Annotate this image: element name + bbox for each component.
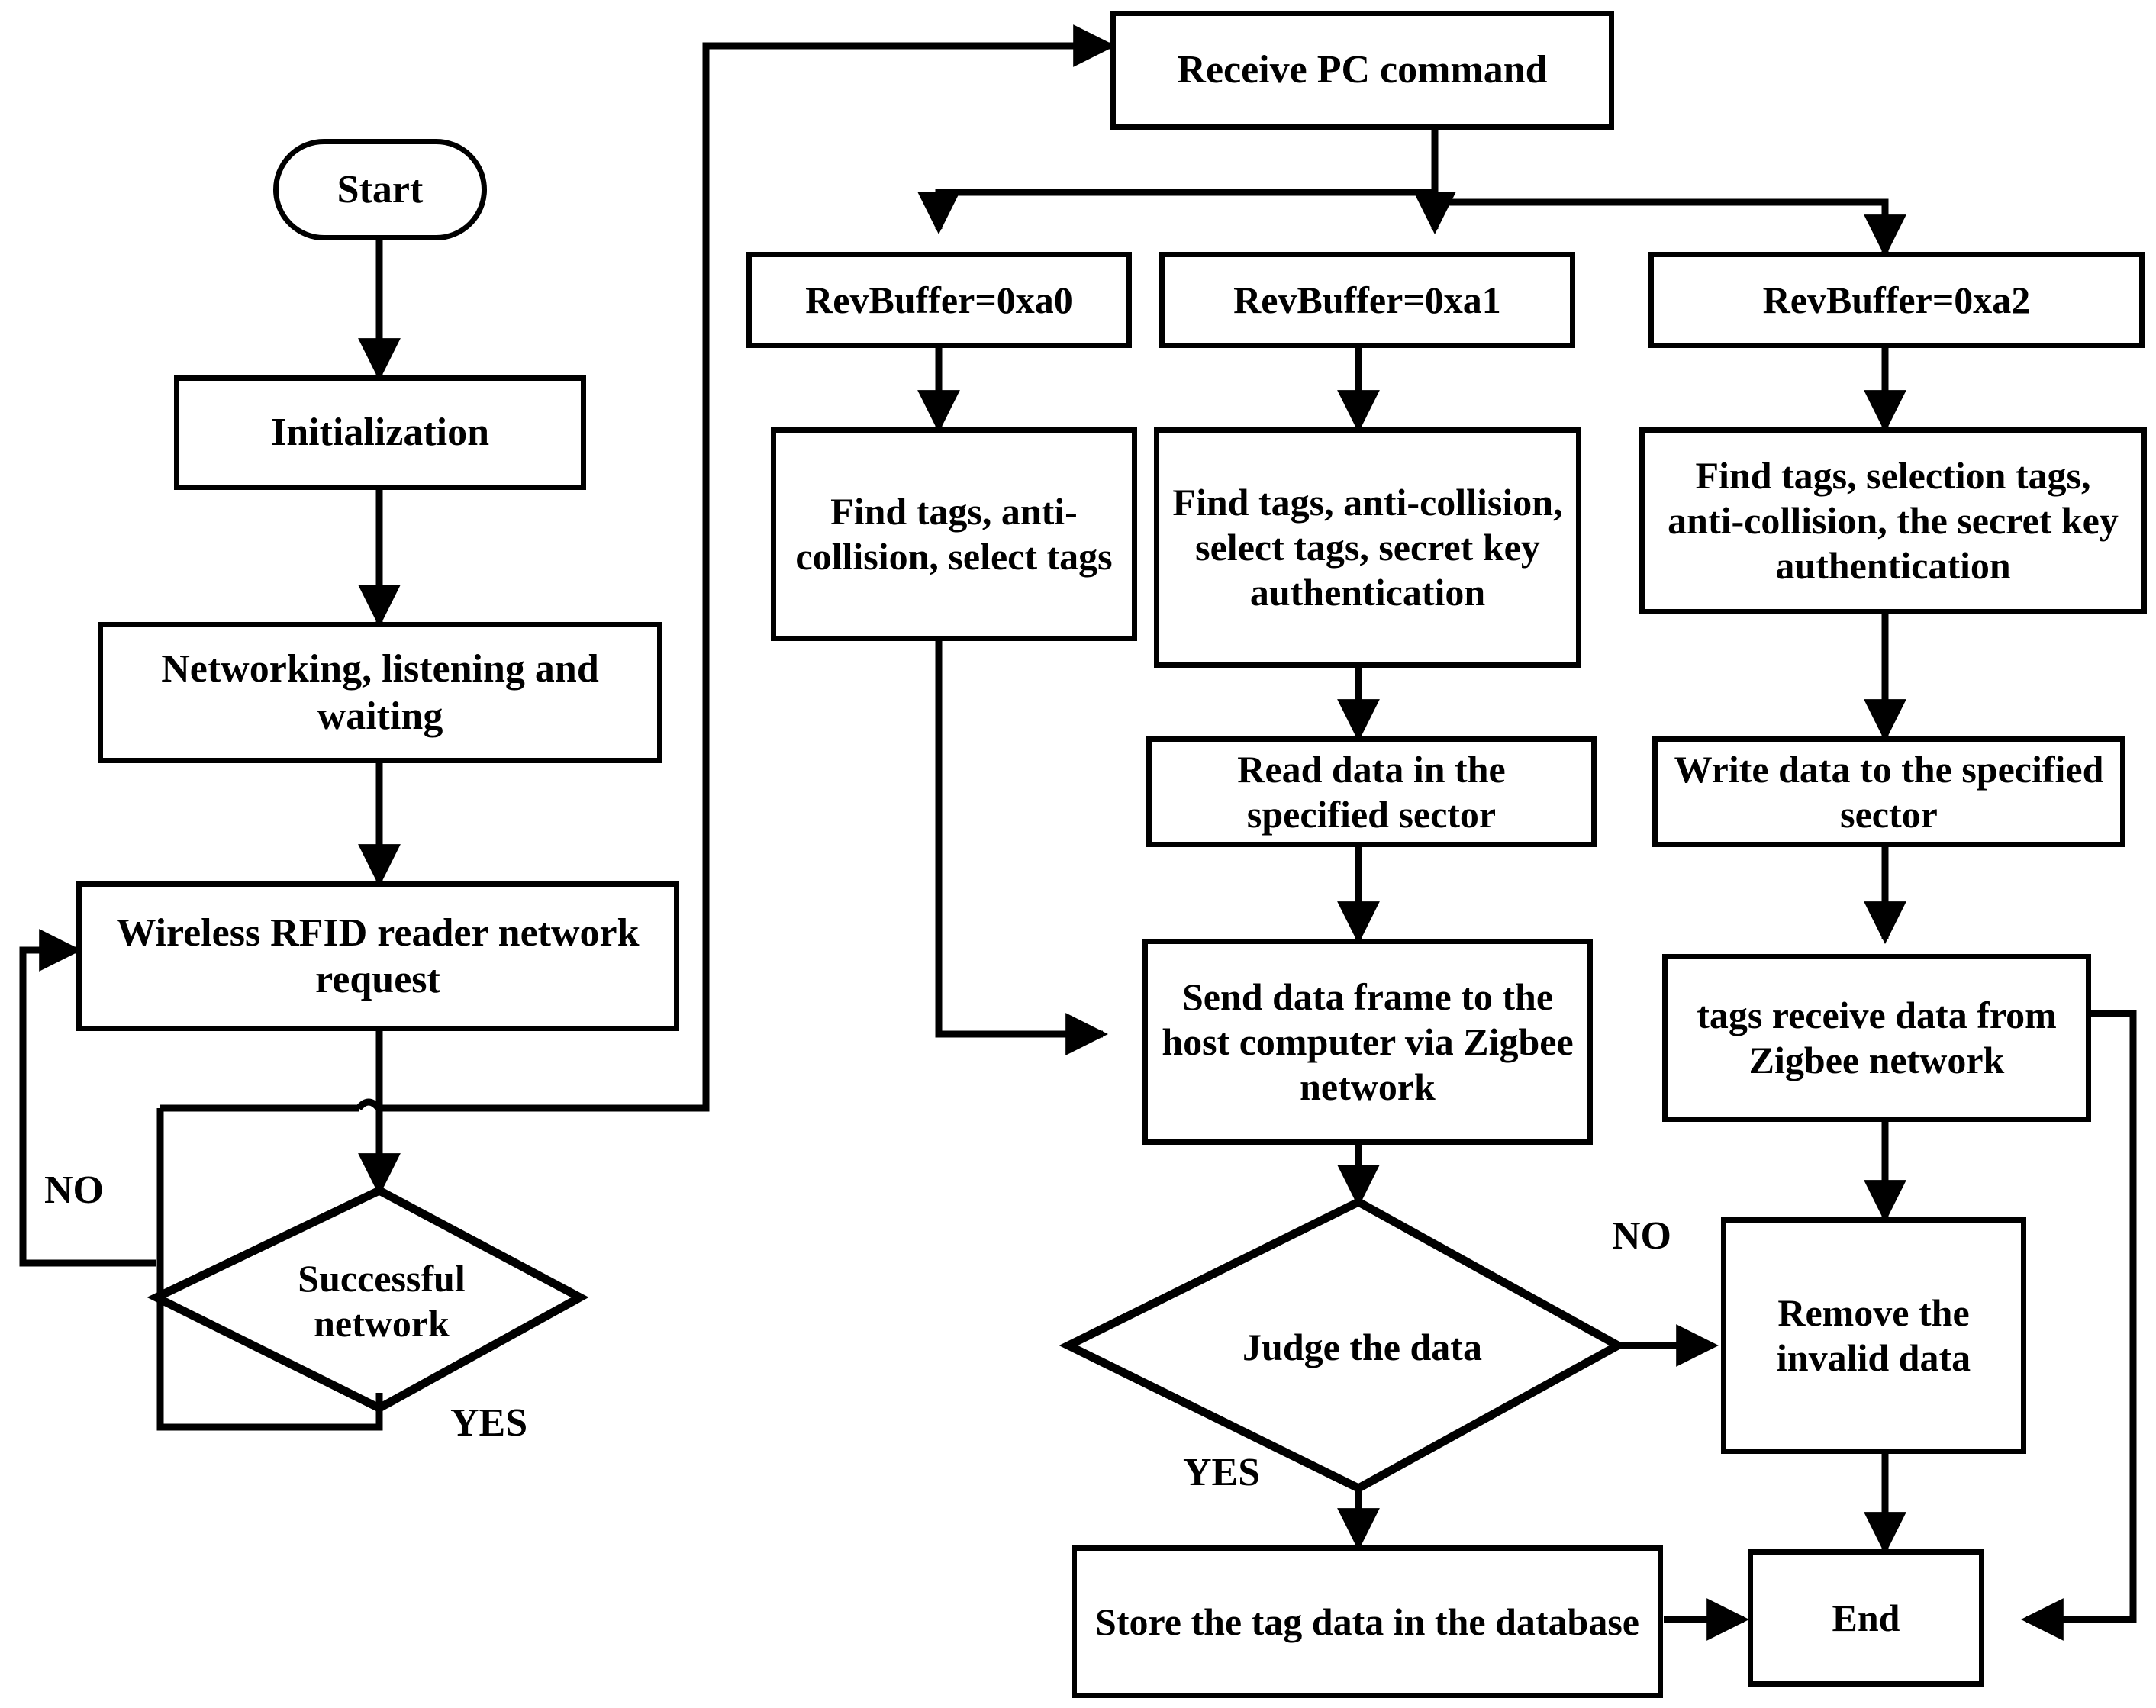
node-revbuffer-a2-label: RevBuffer=0xa2 [1762,278,2031,321]
edge-tagsreceive-to-end [2021,1010,2137,1641]
node-revbuffer-a0-label: RevBuffer=0xa0 [805,278,1073,321]
node-read-data-label: Read data in the specified sector [1237,747,1506,836]
node-reader-request-label: Wireless RFID reader network request [116,910,640,1001]
node-store-tag-data-label: Store the tag data in the database [1095,1600,1639,1643]
node-send-data-frame-label: Send data frame to the host computer via… [1162,975,1574,1108]
node-write-data[interactable]: Write data to the specified sector [1652,736,2125,847]
edge-label-network-yes: YES [450,1401,528,1445]
edge-command-to-a0 [917,189,1435,234]
node-receive-pc-command[interactable]: Receive PC command [1110,11,1614,130]
node-start[interactable]: Start [273,139,487,240]
node-find-tags-a2-label: Find tags, selection tags, anti-collisio… [1668,454,2119,587]
node-find-tags-a0-label: Find tags, anti-collision, select tags [795,490,1113,578]
edge-findtags-a0-to-send [935,641,1108,1055]
node-successful-network-label: Successful network [298,1257,466,1345]
node-find-tags-a2[interactable]: Find tags, selection tags, anti-collisio… [1639,427,2147,614]
node-tags-receive-data[interactable]: tags receive data from Zigbee network [1662,954,2091,1122]
node-tags-receive-data-label: tags receive data from Zigbee network [1697,994,2057,1081]
node-find-tags-a1-label: Find tags, anti-collision, select tags, … [1172,481,1563,614]
node-remove-invalid[interactable]: Remove the invalid data [1721,1217,2026,1454]
edge-label-judge-yes: YES [1183,1451,1261,1494]
node-receive-pc-command-label: Receive PC command [1177,48,1548,92]
decision-judge-the-data-shape [1059,1197,1627,1494]
edge-decision-yes-to-receive-command [379,24,1116,1112]
decision-successful-network-shape [147,1185,589,1413]
node-judge-the-data-label: Judge the data [1242,1325,1482,1368]
node-revbuffer-a2[interactable]: RevBuffer=0xa2 [1648,252,2145,348]
node-store-tag-data[interactable]: Store the tag data in the database [1072,1545,1663,1698]
node-revbuffer-a0[interactable]: RevBuffer=0xa0 [746,252,1132,348]
node-send-data-frame[interactable]: Send data frame to the host computer via… [1142,939,1593,1145]
node-reader-request[interactable]: Wireless RFID reader network request [76,881,679,1031]
node-read-data[interactable]: Read data in the specified sector [1146,736,1597,847]
node-start-label: Start [337,167,424,211]
node-find-tags-a0[interactable]: Find tags, anti-collision, select tags [771,427,1137,641]
edge-label-judge-no: NO [1612,1214,1671,1258]
node-remove-invalid-label: Remove the invalid data [1776,1291,1971,1379]
edge-decision-no-loop [19,929,156,1267]
node-initialization-label: Initialization [270,411,490,455]
node-end-label: End [1832,1596,1900,1639]
node-networking[interactable]: Networking, listening and waiting [98,622,662,763]
edge-line-hop [356,1098,382,1111]
node-revbuffer-a1[interactable]: RevBuffer=0xa1 [1159,252,1575,348]
node-networking-label: Networking, listening and waiting [161,647,599,738]
node-write-data-label: Write data to the specified sector [1674,747,2104,836]
node-judge-the-data[interactable]: Judge the data [1221,1305,1503,1389]
node-end[interactable]: End [1748,1549,1984,1687]
node-successful-network[interactable]: Successful network [252,1229,511,1374]
node-find-tags-a1[interactable]: Find tags, anti-collision, select tags, … [1154,427,1581,668]
edge-label-network-no: NO [44,1168,104,1212]
node-revbuffer-a1-label: RevBuffer=0xa1 [1233,278,1501,321]
edge-command-bus-right [1435,198,1889,229]
node-initialization[interactable]: Initialization [174,375,586,490]
